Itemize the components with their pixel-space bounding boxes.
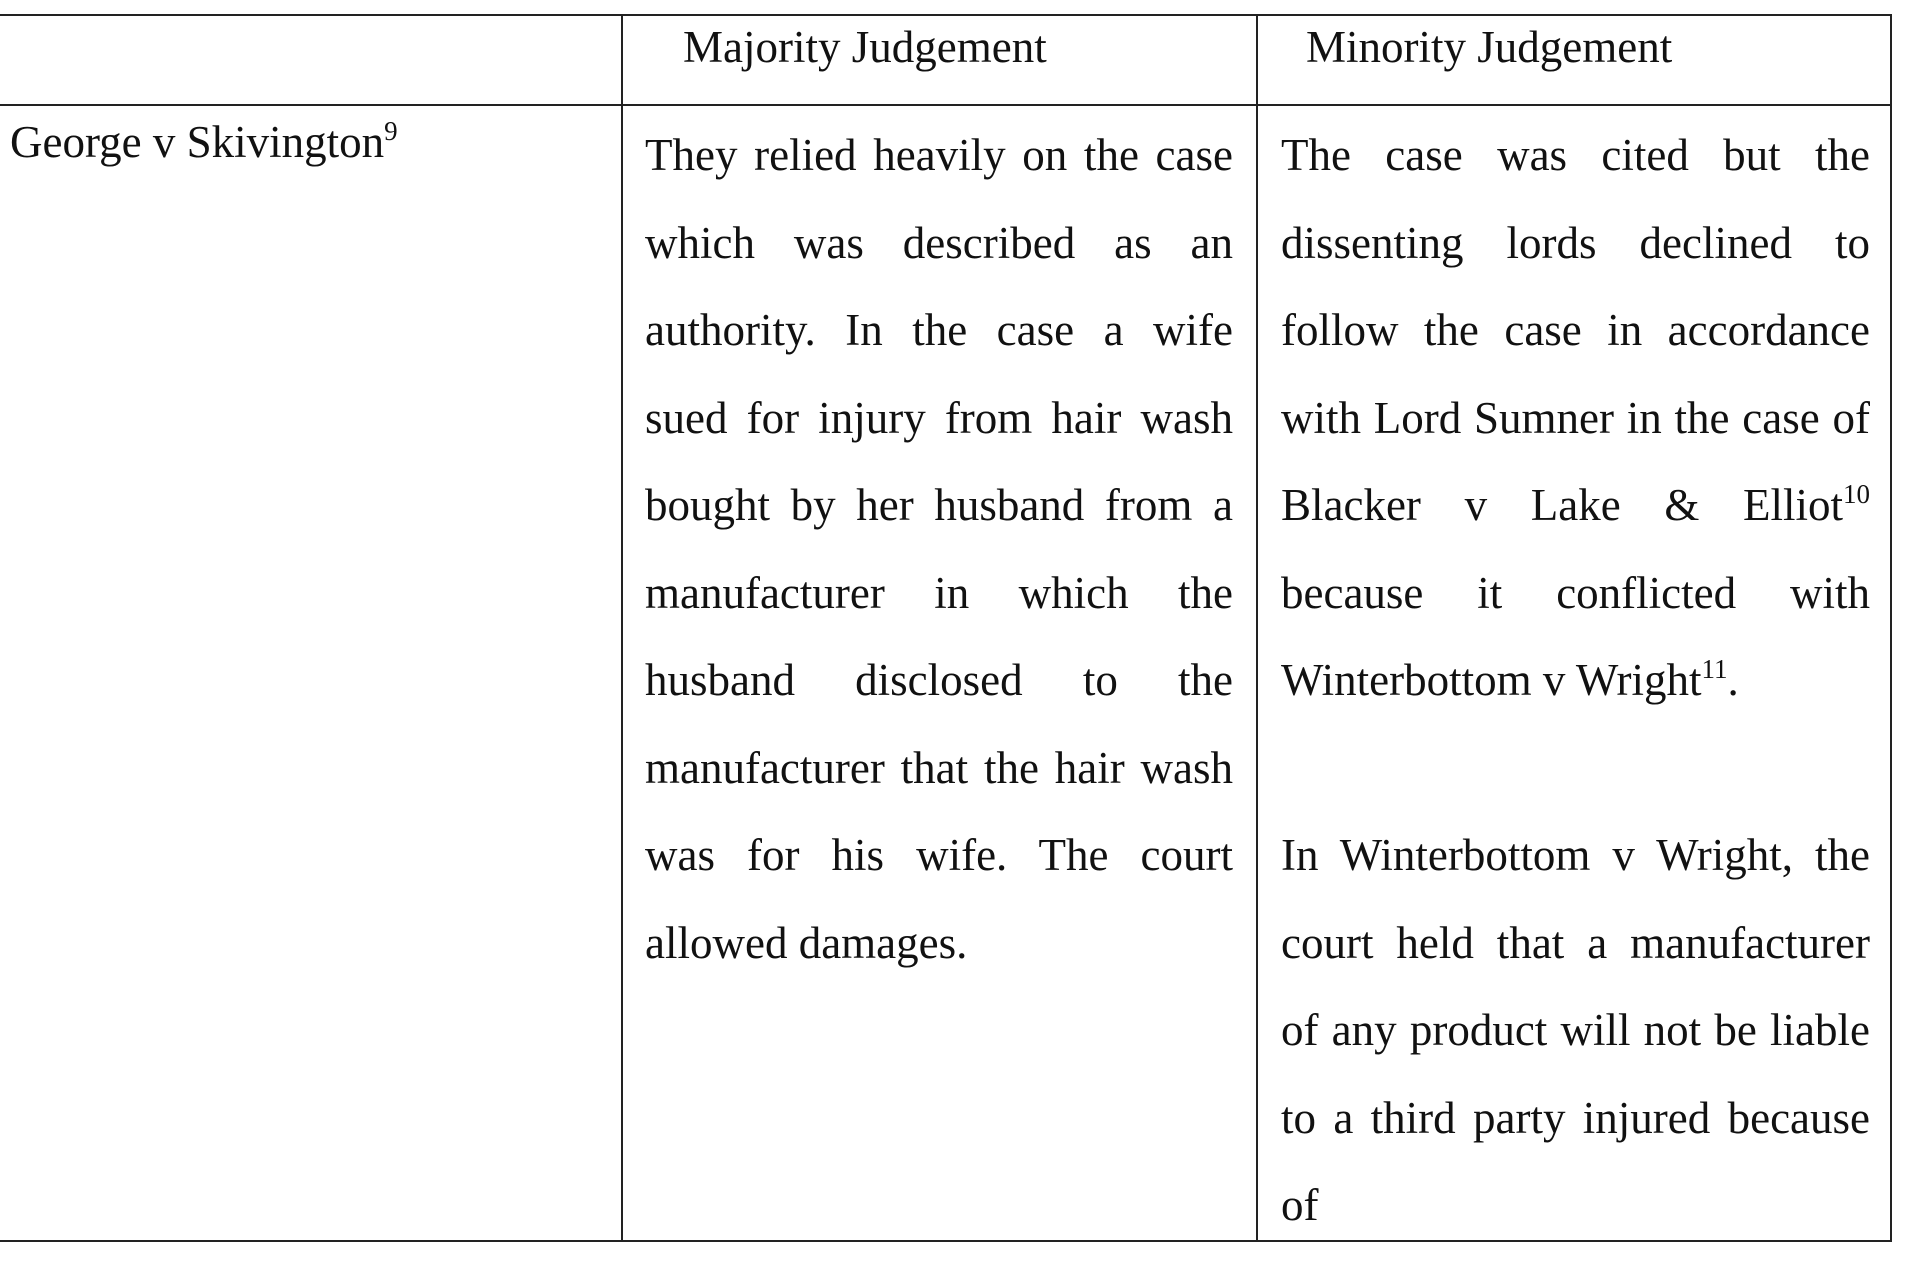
case-name: George v Skivington	[10, 117, 385, 167]
column-divider-1	[621, 16, 623, 1240]
majority-judgement-text: They relied heavily on the case which wa…	[645, 130, 1233, 968]
minority-judgement-cell: The case was cited but the dissenting lo…	[1281, 112, 1870, 1250]
minority-judgement-paragraph-1: The case was cited but the dissenting lo…	[1281, 112, 1870, 725]
paragraph-gap	[1281, 725, 1870, 813]
header-majority-judgement: Majority Judgement	[683, 22, 1047, 72]
footnote-marker-11: 11	[1701, 654, 1728, 684]
judgement-table: Majority Judgement Minority Judgement Ge…	[0, 14, 1892, 1242]
minority-text-part-b: because it conflicted with Winterbottom …	[1281, 567, 1870, 706]
minority-judgement-paragraph-2: In Winterbottom v Wright, the court held…	[1281, 830, 1870, 1230]
column-divider-2	[1256, 16, 1258, 1240]
header-minority-judgement: Minority Judgement	[1306, 22, 1673, 72]
footnote-marker-10: 10	[1843, 479, 1870, 509]
case-footnote-marker: 9	[384, 116, 398, 146]
minority-text-part-a: The case was cited but the dissenting lo…	[1281, 130, 1870, 530]
case-name-cell: George v Skivington9	[10, 111, 398, 173]
majority-judgement-cell: They relied heavily on the case which wa…	[645, 112, 1233, 987]
minority-text-part-c: .	[1727, 655, 1739, 705]
header-divider	[0, 104, 1890, 106]
